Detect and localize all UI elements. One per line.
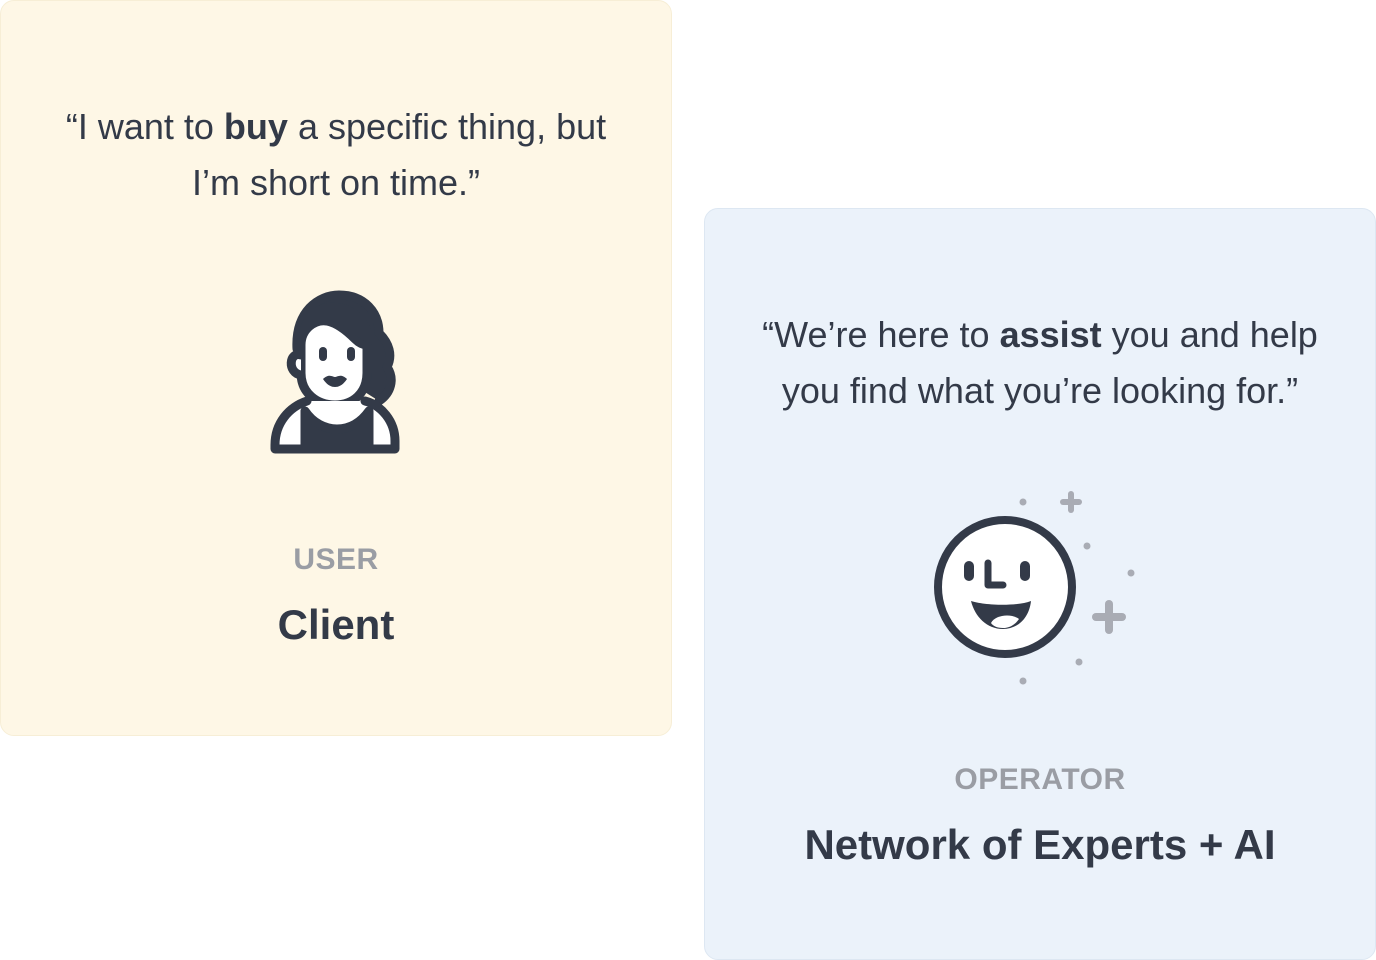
user-quote-emphasis: buy [223,106,288,147]
user-name-title: Client [277,601,395,648]
operator-quote: “We’re here to assist you and help you f… [745,307,1335,419]
operator-role-label: OPERATOR [954,763,1126,796]
user-role-label: USER [293,543,379,576]
user-quote: “I want to buy a specific thing, but I’m… [41,99,631,211]
operator-name-title: Network of Experts + AI [804,821,1276,868]
woman-avatar-icon [267,289,403,457]
operator-card: “We’re here to assist you and help you f… [704,208,1376,960]
user-quote-end: a specific thing, but I’m short on time.… [191,106,607,203]
smiling-ai-face-icon [931,489,1141,689]
user-quote-start: “I want to [65,106,224,147]
operator-quote-start: “We’re here to [762,314,1000,355]
operator-quote-emphasis: assist [999,314,1102,355]
operator-quote-end: you and help you find what you’re lookin… [781,314,1318,411]
user-card: “I want to buy a specific thing, but I’m… [0,0,672,736]
